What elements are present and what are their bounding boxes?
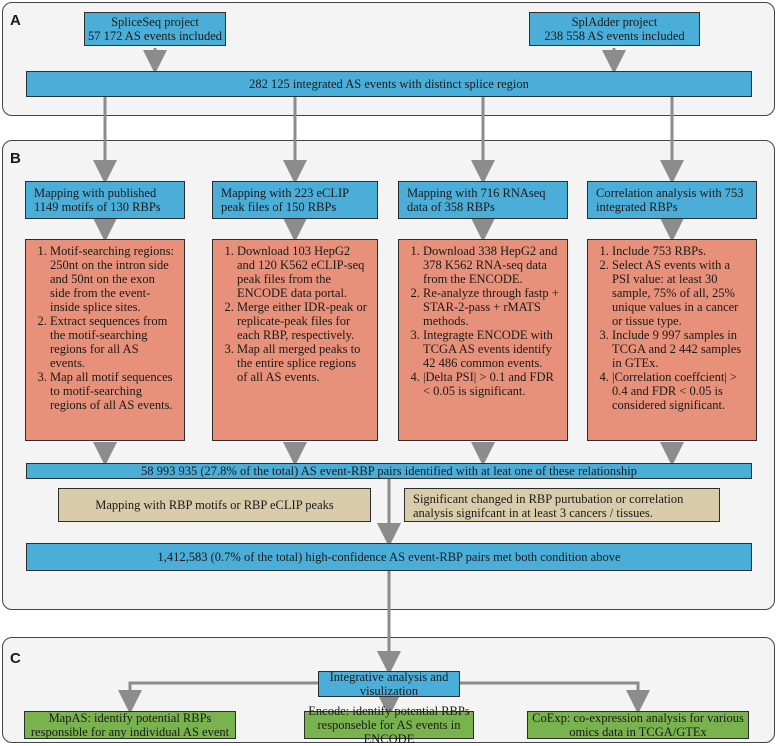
motif-mapping-steps: Motif-searching regions: 250nt on the in… (25, 239, 185, 441)
rnaseq-mapping-header: Mapping with 716 RNAseq data of 358 RBPs (398, 181, 568, 219)
rnaseq-step-3: Integragte ENCODE with TCGA AS events id… (423, 328, 559, 370)
encode-output-box: Encode: identify potential RBPs response… (304, 704, 474, 746)
correlation-step-2: Select AS events with a PSI value: at le… (612, 258, 748, 328)
spliceseq-box: SpliceSeq project 57 172 AS events inclu… (84, 12, 226, 46)
correlation-analysis-steps: Include 753 RBPs. Select AS events with … (587, 239, 757, 441)
rnaseq-step-4: |Delta PSI| > 0.1 and FDR < 0.05 is sign… (423, 370, 559, 398)
motif-mapping-header: Mapping with published 1149 motifs of 13… (25, 181, 185, 219)
spladder-box: SplAdder project 238 558 AS events inclu… (529, 12, 700, 46)
eclip-step-1: Download 103 HepG2 and 120 K562 eCLIP-se… (237, 244, 369, 300)
eclip-mapping-steps: Download 103 HepG2 and 120 K562 eCLIP-se… (212, 239, 378, 441)
correlation-step-3: Include 9 997 samples in TCGA and 2 442 … (612, 328, 748, 370)
identified-pairs-box: 58 993 935 (27.8% of the total) AS event… (26, 463, 752, 479)
motif-step-3: Map all motif sequences to motif-searchi… (50, 370, 176, 412)
eclip-step-2: Merge either IDR-peak or replicate-peak … (237, 300, 369, 342)
motif-step-2: Extract sequences from the motif-searchi… (50, 314, 176, 370)
motif-step-1: Motif-searching regions: 250nt on the in… (50, 244, 176, 314)
eclip-step-3: Map all merged peaks to the entire splic… (237, 342, 369, 384)
correlation-analysis-header: Correlation analysis with 753 integrated… (587, 181, 757, 219)
panel-a-label: A (10, 12, 21, 29)
rnaseq-step-1: Download 338 HepG2 and 378 K562 RNA-seq … (423, 244, 559, 286)
condition-significance-box: Significant changed in RBP purtubation o… (404, 488, 720, 522)
rnaseq-step-2: Re-analyze through fastp + STAR-2-pass +… (423, 286, 559, 328)
panel-b-label: B (10, 150, 21, 167)
panel-c-label: C (10, 650, 21, 667)
coexp-output-box: CoExp: co-expression analysis for variou… (527, 711, 749, 739)
condition-mapping-box: Mapping with RBP motifs or RBP eCLIP pea… (58, 488, 371, 522)
high-confidence-pairs-box: 1,412,583 (0.7% of the total) high-confi… (26, 543, 752, 571)
rnaseq-mapping-steps: Download 338 HepG2 and 378 K562 RNA-seq … (398, 239, 568, 441)
integrative-analysis-box: Integrative analysis and visulization (318, 670, 460, 698)
integrated-events-box: 282 125 integrated AS events with distin… (26, 71, 752, 97)
mapas-output-box: MapAS: identify potential RBPs responsib… (24, 711, 236, 739)
correlation-step-4: |Correlation coeffcient| > 0.4 and FDR <… (612, 370, 748, 412)
spliceseq-count: 57 172 AS events included (87, 29, 222, 43)
spladder-title: SplAdder project (571, 15, 658, 29)
correlation-step-1: Include 753 RBPs. (612, 244, 748, 258)
eclip-mapping-header: Mapping with 223 eCLIP peak files of 150… (212, 181, 378, 219)
spliceseq-title: SpliceSeq project (111, 15, 199, 29)
spladder-count: 238 558 AS events included (544, 29, 685, 43)
